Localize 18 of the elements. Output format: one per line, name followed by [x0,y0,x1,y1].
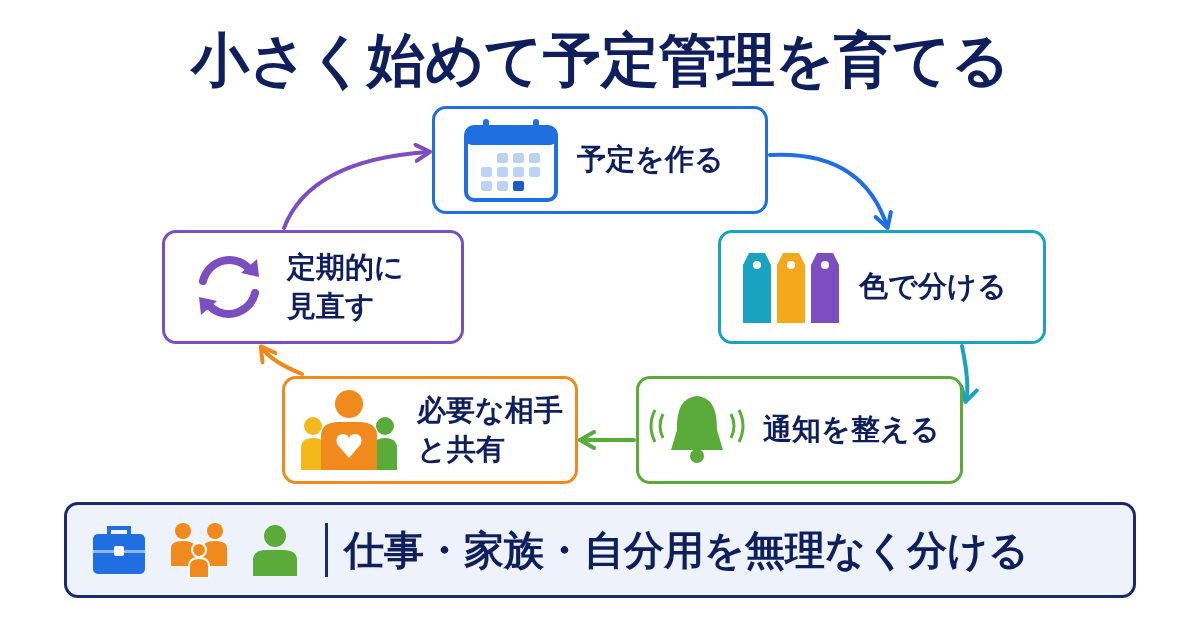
banner-box [64,502,1136,598]
arrow [578,430,636,450]
arrow [958,344,979,404]
arrow [282,143,432,230]
step-label: 必要な相手と共有 [417,391,564,468]
step-label: 予定を作る [577,141,725,179]
title: 小さく始めて予定管理を育てる [189,25,1011,96]
step-box [282,376,578,484]
step-label: 通知を整える [763,411,941,449]
arrow [768,152,893,230]
arrow [258,344,304,376]
step-box [636,376,963,484]
step-label: 定期的に見直す [287,248,405,325]
step-box [432,106,768,214]
step-box [162,230,464,344]
banner-text: 仕事・家族・自分用を無理なく分ける [344,526,1029,575]
step-label: 色で分ける [859,268,1008,306]
step-box [718,230,1046,344]
